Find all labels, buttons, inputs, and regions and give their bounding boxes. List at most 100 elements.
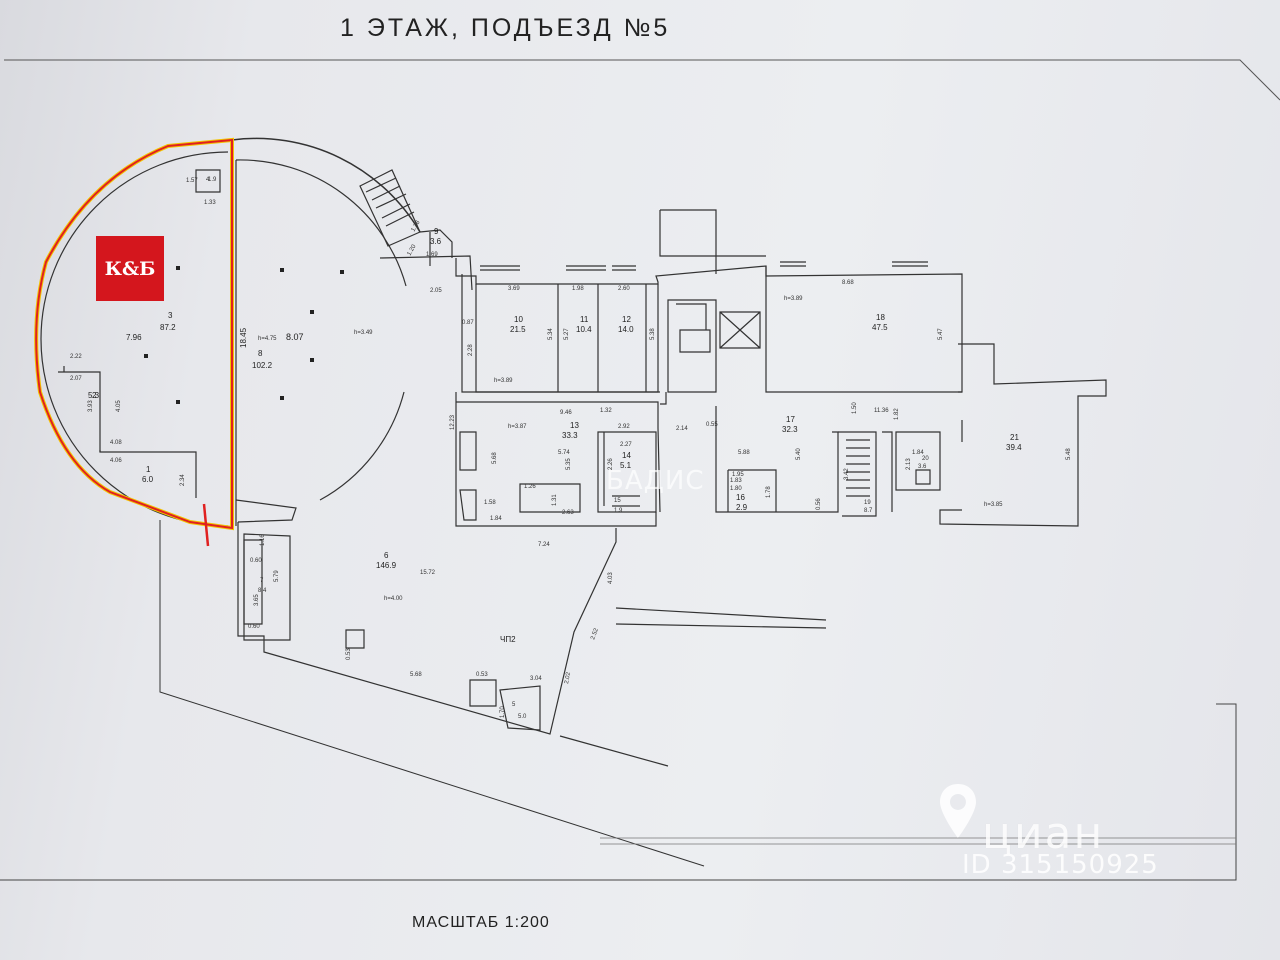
- dimension-labels: 1.57 1.33 7.96 2.22 2.07 3.93 4.05 4.08 …: [70, 178, 1072, 718]
- dim-label: 5.74: [558, 450, 570, 456]
- dim-label: 4.03: [608, 572, 614, 584]
- dim-label: 1.98: [572, 286, 584, 292]
- room-8-area: 102.2: [252, 361, 273, 370]
- dim-label: 0.53: [476, 672, 488, 678]
- height-label: h=4.75: [258, 336, 277, 342]
- room-3-area: 87.2: [160, 323, 176, 332]
- room-17-area: 32.3: [782, 425, 798, 434]
- brand-logo-badge: К&Б: [96, 236, 164, 301]
- room-13-area: 33.3: [562, 431, 578, 440]
- room-21-number: 21: [1010, 433, 1019, 442]
- height-label: h=3.87: [508, 424, 527, 430]
- room-20-area: 3.6: [918, 464, 927, 470]
- dim-label: 5.48: [1066, 448, 1072, 460]
- dim-label: 1.58: [484, 500, 496, 506]
- dim-label: 2.63: [562, 510, 574, 516]
- room-14-number: 14: [622, 451, 631, 460]
- dim-label: 2.14: [676, 426, 688, 432]
- dim-label: 4.05: [116, 400, 122, 412]
- dim-label: 4.08: [110, 440, 122, 446]
- room-20-number: 20: [922, 456, 929, 462]
- dim-label: 0.56: [816, 498, 822, 510]
- room-10-number: 10: [514, 315, 523, 324]
- room-11-number: 11: [580, 315, 589, 324]
- dim-label: 1.50: [852, 402, 858, 414]
- room-18-number: 18: [876, 313, 885, 322]
- dim-label: 12.23: [450, 414, 456, 430]
- dim-label: 2.52: [590, 627, 600, 641]
- scale-label: МАСШТАБ 1:200: [412, 914, 550, 931]
- room-9-number: 9: [434, 227, 439, 236]
- dim-label: 1.16: [260, 534, 266, 546]
- dim-label: 1.26: [524, 484, 536, 490]
- watermark-middle: БАДИС: [606, 466, 705, 496]
- height-label: h=3.49: [354, 330, 373, 336]
- room-7-number: 7: [260, 578, 264, 584]
- watermark-listing-id: ID 315150925: [962, 850, 1159, 880]
- room-1-area: 6.0: [142, 475, 154, 484]
- dim-label: 15.72: [420, 570, 436, 576]
- room-8-number: 8: [258, 349, 263, 358]
- dim-label: 7.24: [538, 542, 550, 548]
- dim-label: 1.70: [500, 706, 506, 718]
- dim-label: 7.96: [126, 333, 142, 342]
- room-15-number: 15: [614, 498, 621, 504]
- dim-label: 5.38: [650, 328, 656, 340]
- dim-label: 1.31: [552, 494, 558, 506]
- chp2-label: ЧП2: [500, 635, 516, 644]
- room-6-area: 146.9: [376, 561, 397, 570]
- room-16-area: 2.9: [736, 503, 748, 512]
- room-4-number: 4: [206, 177, 210, 183]
- dim-label: 11.36: [874, 408, 889, 414]
- room-15-area: 1.9: [614, 508, 623, 514]
- dim-label: 0.53: [346, 648, 352, 660]
- highlighted-premises-outline: [34, 137, 234, 547]
- dim-label: 1.69: [426, 252, 438, 258]
- dim-label: 2.22: [70, 354, 82, 360]
- dim-label: 1.32: [600, 408, 612, 414]
- dim-label: 2.02: [564, 671, 572, 684]
- map-pin-icon: [940, 784, 976, 838]
- dim-label: 5.68: [410, 672, 422, 678]
- dim-label: 0.87: [462, 320, 474, 326]
- dim-label: 1.57: [186, 178, 198, 184]
- dim-label: 2.28: [468, 344, 474, 356]
- dim-label: 1.20: [407, 243, 418, 257]
- room-19-number: 19: [864, 500, 871, 506]
- dim-label: 2.26: [608, 458, 614, 470]
- dim-label: 0.60: [248, 624, 260, 630]
- page-title: 1 ЭТАЖ, ПОДЪЕЗД №5: [340, 14, 671, 42]
- dim-label: 5.79: [274, 570, 280, 582]
- room-16-number: 16: [736, 493, 745, 502]
- dim-label: 1.82: [894, 408, 900, 420]
- room-4-area: 1.9: [208, 177, 217, 183]
- room-1-number: 1: [146, 465, 151, 474]
- dim-label: 0.60: [250, 558, 262, 564]
- dim-label: 2.60: [618, 286, 630, 292]
- dim-label: 3.04: [530, 676, 542, 682]
- dim-label: 9.46: [560, 410, 572, 416]
- dim-label: 1.84: [912, 450, 924, 456]
- dim-label: 3.69: [508, 286, 520, 292]
- dim-label: 8.07: [286, 332, 304, 342]
- dim-label: 1.84: [490, 516, 502, 522]
- room-13-number: 13: [570, 421, 579, 430]
- dim-label: 1.83: [730, 478, 742, 484]
- dim-label: 2.92: [618, 424, 630, 430]
- dim-label: 5.34: [548, 328, 554, 340]
- dim-label: 1.78: [766, 486, 772, 498]
- dim-label: 0.55: [706, 422, 718, 428]
- dim-label: 18.45: [239, 327, 248, 348]
- dim-label: 5.27: [564, 328, 570, 340]
- room-12-area: 14.0: [618, 325, 634, 334]
- room-7-area: 8.4: [258, 588, 267, 594]
- dim-label: 1.95: [732, 472, 744, 478]
- dim-label: 5.88: [738, 450, 750, 456]
- dim-label: 2.13: [906, 458, 912, 470]
- dim-label: 2.05: [430, 288, 442, 294]
- room-18-area: 47.5: [872, 323, 888, 332]
- dim-label: 1.80: [730, 486, 742, 492]
- room-12-number: 12: [622, 315, 631, 324]
